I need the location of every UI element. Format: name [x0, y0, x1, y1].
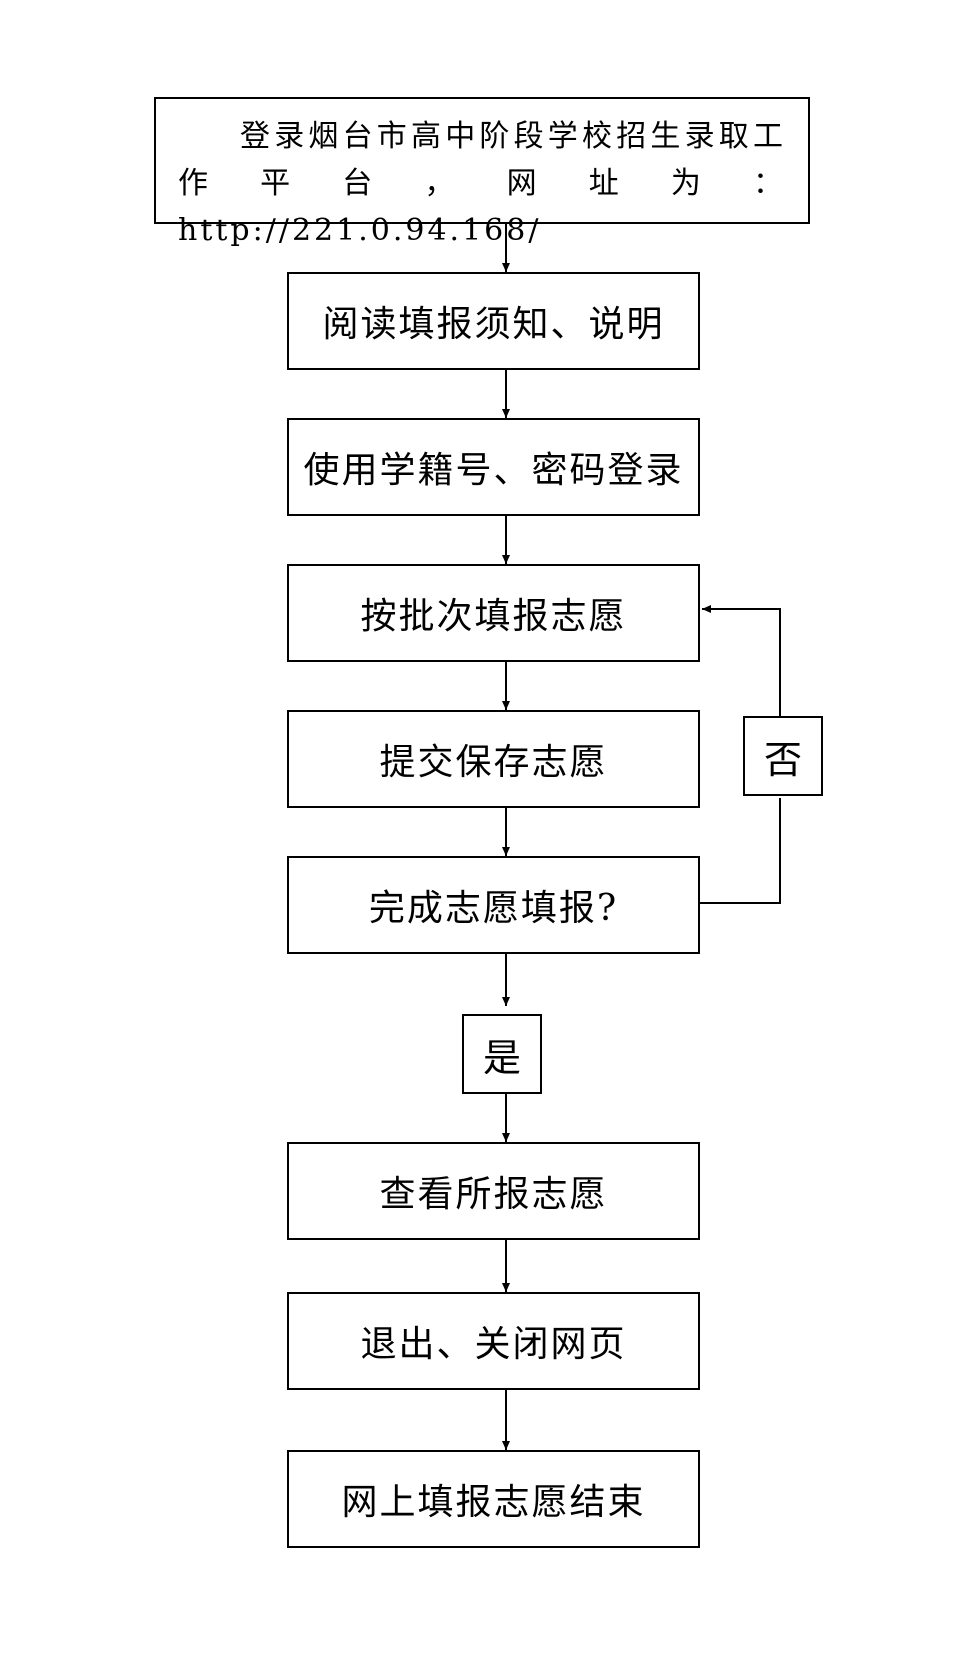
fill-by-batch-box: 按批次填报志愿	[287, 564, 700, 662]
no-branch-label: 否	[743, 716, 823, 796]
start-login-platform-box: 登录烟台市高中阶段学校招生录取工作平台，网址为：http://221.0.94.…	[154, 97, 810, 248]
submit-save-box: 提交保存志愿	[287, 710, 700, 808]
complete-check-box: 完成志愿填报?	[287, 856, 700, 954]
login-box: 使用学籍号、密码登录	[287, 418, 700, 516]
loop-check-to-no	[700, 798, 781, 904]
read-instructions-box: 阅读填报须知、说明	[287, 272, 700, 370]
exit-close-box: 退出、关闭网页	[287, 1292, 700, 1390]
yes-branch-label: 是	[462, 1014, 542, 1094]
end-box: 网上填报志愿结束	[287, 1450, 700, 1548]
loop-no-to-fill	[702, 605, 781, 716]
view-choices-box: 查看所报志愿	[287, 1142, 700, 1240]
